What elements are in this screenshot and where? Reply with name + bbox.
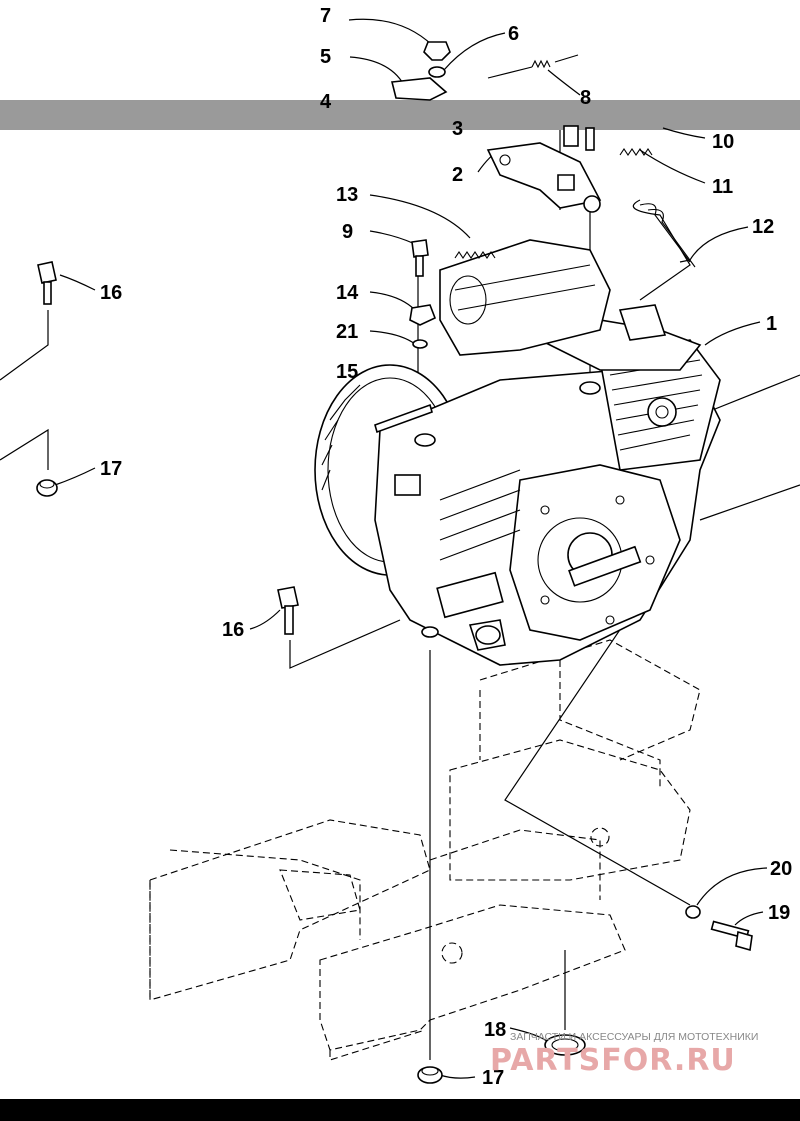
- watermark-brand: PARTSFOR.RU: [490, 1043, 736, 1078]
- callout-5: 5: [320, 46, 331, 68]
- callout-15: 15: [336, 361, 358, 383]
- callout-16-mid: 16: [222, 619, 244, 641]
- callout-18: 18: [484, 1019, 506, 1041]
- bottom-border-bar: [0, 1099, 800, 1121]
- callout-14: 14: [336, 282, 359, 304]
- callout-8: 8: [580, 87, 591, 109]
- callout-12: 12: [752, 216, 774, 238]
- watermark: ЗАПЧАСТИ И АКСЕССУАРЫ ДЛЯ МОТОТЕХНИКИ PA…: [490, 1031, 758, 1078]
- callout-21: 21: [336, 321, 358, 343]
- callout-labels: 7 6 5 8 4 3 10 2 11 13 9 12 16 14 1 21 1…: [100, 5, 792, 1089]
- callout-19: 19: [768, 902, 790, 924]
- callout-11: 11: [712, 176, 733, 198]
- callout-16-top: 16: [100, 282, 122, 304]
- watermark-subtitle: ЗАПЧАСТИ И АКСЕССУАРЫ ДЛЯ МОТОТЕХНИКИ: [510, 1031, 758, 1043]
- fasteners: [36, 239, 753, 1084]
- callout-7: 7: [320, 5, 331, 27]
- callout-17-left: 17: [100, 458, 122, 480]
- engine-assembly: [314, 203, 721, 666]
- throttle-linkage: [391, 41, 653, 259]
- scan-artifact-band: [0, 100, 800, 130]
- callout-1: 1: [766, 313, 777, 335]
- callout-20: 20: [770, 858, 792, 880]
- callout-9: 9: [342, 221, 353, 243]
- callout-13: 13: [336, 184, 358, 206]
- callout-4: 4: [320, 91, 332, 113]
- callout-10: 10: [712, 131, 734, 153]
- callout-17-bottom: 17: [482, 1067, 504, 1089]
- callout-2: 2: [452, 164, 463, 186]
- callout-3: 3: [452, 118, 463, 140]
- frame-chassis: [149, 639, 701, 1061]
- callout-6: 6: [508, 23, 519, 45]
